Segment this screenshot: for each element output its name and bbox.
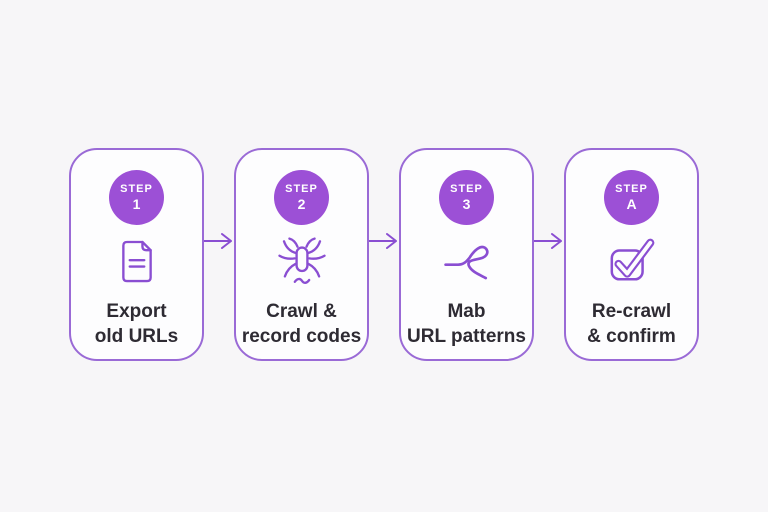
step-flow-diagram: STEP 1 Export old URLs STEP 2 <box>69 148 699 361</box>
step-2-caption-line2: record codes <box>241 326 362 347</box>
step-4-caption: Re-crawl & confirm <box>587 299 676 349</box>
spider-icon <box>276 235 328 289</box>
step-3-caption: Mab URL patterns <box>407 299 526 349</box>
step-4-badge-number: A <box>626 196 637 212</box>
step-1-badge-label: STEP <box>120 183 153 195</box>
arrow-right-icon <box>534 233 562 249</box>
step-3-badge-number: 3 <box>462 196 471 212</box>
step-card-1: STEP 1 Export old URLs <box>69 148 204 361</box>
branch-icon <box>441 235 493 289</box>
arrow-gap-3 <box>534 148 564 361</box>
step-4-caption-line1: Re-crawl <box>591 301 672 322</box>
step-2-badge: STEP 2 <box>274 170 329 225</box>
step-card-2: STEP 2 Crawl & record codes <box>234 148 369 361</box>
step-card-3: STEP 3 Mab URL patterns <box>399 148 534 361</box>
step-1-badge: STEP 1 <box>109 170 164 225</box>
step-1-caption: Export old URLs <box>95 299 178 349</box>
step-4-badge-label: STEP <box>615 183 648 195</box>
step-3-badge: STEP 3 <box>439 170 494 225</box>
step-3-caption-line2: URL patterns <box>407 326 526 347</box>
step-2-badge-number: 2 <box>297 196 306 212</box>
step-3-badge-label: STEP <box>450 183 483 195</box>
document-icon <box>117 235 157 289</box>
step-4-caption-line2: & confirm <box>587 326 676 347</box>
arrow-gap-2 <box>369 148 399 361</box>
step-2-caption-line1: Crawl & <box>266 301 337 322</box>
arrow-gap-1 <box>204 148 234 361</box>
step-1-caption-line2: old URLs <box>94 326 179 347</box>
arrow-right-icon <box>369 233 397 249</box>
step-card-4: STEP A Re-crawl & confirm <box>564 148 699 361</box>
step-1-badge-number: 1 <box>132 196 141 212</box>
step-1-caption-line1: Export <box>106 301 167 322</box>
step-3-caption-line1: Mab <box>447 301 486 322</box>
step-2-caption: Crawl & record codes <box>242 299 361 349</box>
checkbox-check-icon <box>605 235 659 289</box>
step-4-badge: STEP A <box>604 170 659 225</box>
arrow-right-icon <box>204 233 232 249</box>
step-2-badge-label: STEP <box>285 183 318 195</box>
